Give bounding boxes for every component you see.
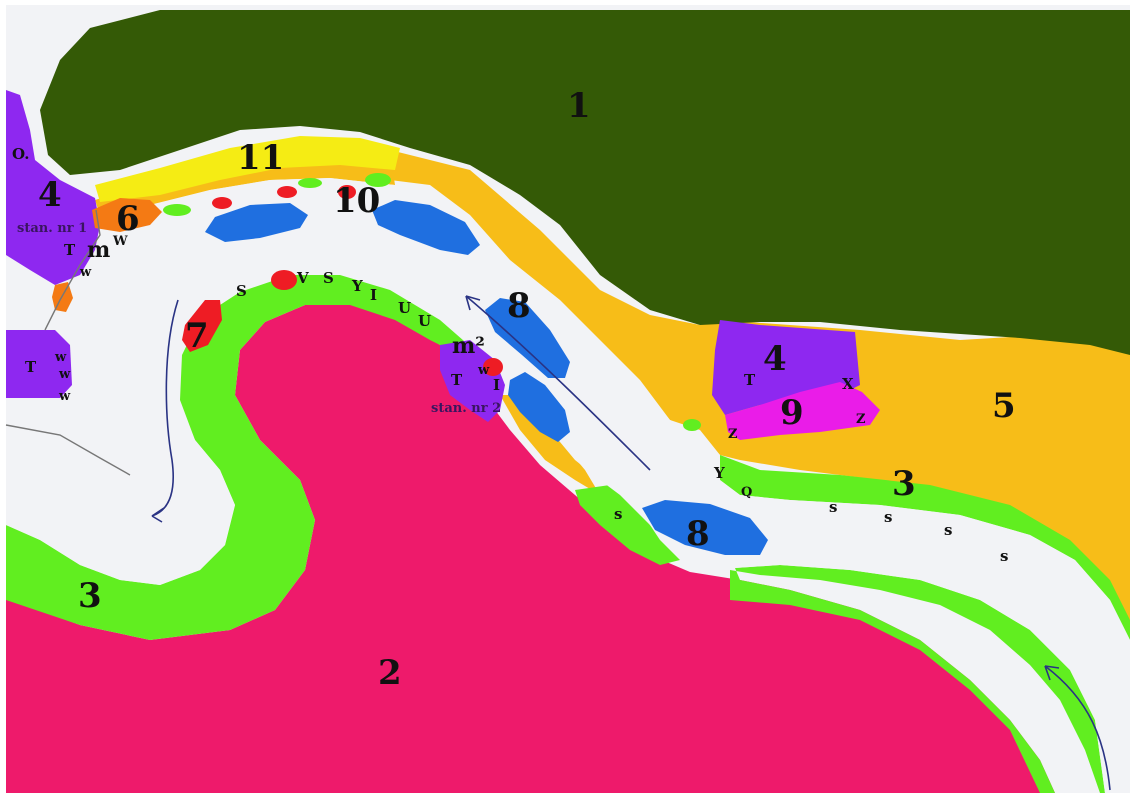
label-m-left: m <box>87 237 110 263</box>
label-v-upper: V <box>296 269 309 287</box>
label-zone-7: 7 <box>185 316 209 356</box>
label-s-right-b: s <box>884 508 892 526</box>
label-station-1: stan. nr 1 <box>17 221 87 236</box>
label-t-right: T <box>744 371 756 389</box>
label-s-right-c: s <box>944 521 952 539</box>
label-w-left-b: w <box>79 265 92 280</box>
zone-7-blob-top-b <box>212 197 232 209</box>
label-w-left-c: w <box>54 350 67 365</box>
label-zone-3-left: 3 <box>78 576 102 616</box>
label-w-left-d: w <box>58 367 71 382</box>
label-zone-10: 10 <box>333 181 380 221</box>
label-station-2: stan. nr 2 <box>431 401 501 416</box>
label-z-right-a: Z <box>728 427 738 442</box>
label-t-mid: T <box>451 371 463 389</box>
label-s-upper-b: S <box>323 269 334 287</box>
label-zone-4-right: 4 <box>763 339 787 379</box>
zone-7-blob-top-c <box>277 186 297 198</box>
label-z-right-b: Z <box>856 412 866 427</box>
label-w-mid: w <box>477 363 490 378</box>
label-i-upper: I <box>370 286 377 304</box>
label-zone-1: 1 <box>567 86 591 126</box>
label-zone-8-lower: 8 <box>686 514 710 554</box>
label-t-left-lower: T <box>25 358 37 376</box>
label-zone-11: 11 <box>237 138 284 178</box>
label-q-right: Q <box>741 485 752 500</box>
label-zone-6: 6 <box>116 199 140 239</box>
label-s-right-d: s <box>1000 547 1008 565</box>
zone-3-dot-a <box>163 204 191 216</box>
label-u-upper-a: U <box>398 299 411 317</box>
zone-7-blob-top-a <box>271 270 297 290</box>
label-s-mid: s <box>614 505 622 523</box>
label-zone-5: 5 <box>992 386 1016 426</box>
label-y-right: Y <box>713 464 725 482</box>
zone-3-dot-d <box>683 419 701 431</box>
label-zone-4-left: 4 <box>38 175 62 215</box>
label-w-left-a: W <box>112 234 128 249</box>
label-x-right: X <box>842 375 854 393</box>
label-s-upper-a: S <box>236 282 247 300</box>
label-s-right-a: s <box>829 498 837 516</box>
label-zone-2: 2 <box>378 653 402 693</box>
zone-3-dot-b <box>298 178 322 188</box>
label-t-left-upper: T <box>64 241 76 259</box>
label-m2-mid: m² <box>452 333 485 359</box>
label-w-left-e: w <box>58 389 71 404</box>
label-o: O. <box>12 145 29 163</box>
label-zone-8-upper: 8 <box>507 286 531 326</box>
label-zone-3-right: 3 <box>892 464 916 504</box>
label-y-upper: Y <box>351 277 363 295</box>
label-zone-9: 9 <box>780 393 804 433</box>
label-u-upper-b: U <box>418 312 431 330</box>
label-i-mid: I <box>493 376 500 394</box>
